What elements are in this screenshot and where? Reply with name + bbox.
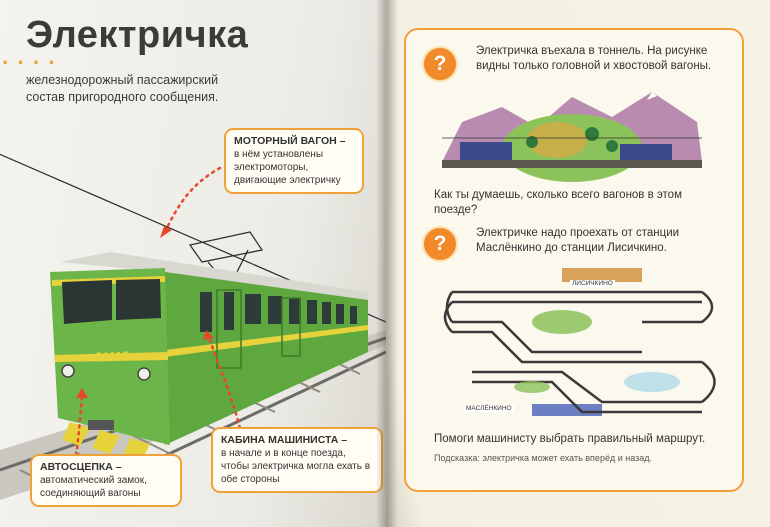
callout-motor-car-title: МОТОРНЫЙ ВАГОН – [234, 135, 346, 147]
front-stripe [55, 352, 168, 362]
station-label-top: ЛИСИЧКИНО [570, 280, 615, 287]
callout-coupler: АВТОСЦЕПКА – автоматический замок, соеди… [30, 454, 182, 507]
route-maze [443, 268, 716, 416]
hint-text: Подсказка: электричка может ехать вперёд… [434, 453, 652, 463]
callout-motor-car-text: в нём установлены электромоторы, двигающ… [234, 149, 341, 186]
callout-driver-cab-text: в начале и в конце поезда, чтобы электри… [221, 448, 371, 485]
arrowheads [76, 226, 214, 398]
callout-driver-cab-title: КАБИНА МАШИНИСТА – [221, 434, 348, 446]
definition-text: железнодорожный пассажирский состав приг… [26, 73, 219, 104]
train-roof [60, 252, 368, 300]
side-windows [200, 292, 357, 332]
question1-text: Электричка въехала в тоннель. На рисунке… [476, 45, 712, 72]
windshield [62, 280, 112, 324]
headlights [61, 364, 151, 381]
callout-coupler-title: АВТОСЦЕПКА – [40, 461, 122, 473]
station-label-bottom: МАСЛЁНКИНО [464, 405, 514, 412]
callout-driver-cab: КАБИНА МАШИНИСТА – в начале и в конце по… [211, 427, 383, 493]
left-page: Электричка · · · · железнодорожный пасса… [0, 0, 386, 527]
train-number: 31115 [95, 348, 130, 365]
title-decoration-dots: · · · · [2, 50, 57, 75]
tunnel-head-car [460, 142, 512, 160]
callout-coupler-text: автоматический замок, соединяющий вагоны [40, 475, 147, 499]
callout-arrows [73, 166, 242, 464]
question-icon: ? [422, 46, 458, 82]
page-title: Электричка [26, 14, 249, 56]
train-side [165, 268, 368, 445]
right-page: ? Электричка въехала в тоннель. На рисун… [386, 0, 770, 527]
question2-text: Электричке надо проехать от станции Масл… [476, 227, 680, 254]
windshield-right [116, 279, 161, 320]
side-stripe [165, 325, 368, 357]
question1-ask: Как ты думаешь, сколько всего вагонов в … [434, 189, 682, 216]
side-doors [216, 289, 301, 369]
callout-motor-car: МОТОРНЫЙ ВАГОН – в нём установлены элект… [224, 128, 364, 194]
question2-ask: Помоги машинисту выбрать правильный марш… [434, 433, 706, 445]
tunnel-tail-car [620, 144, 672, 160]
tunnel-illustration [442, 92, 702, 182]
question-icon: ? [422, 226, 458, 262]
coupler [88, 420, 114, 430]
book-gutter [376, 0, 398, 527]
